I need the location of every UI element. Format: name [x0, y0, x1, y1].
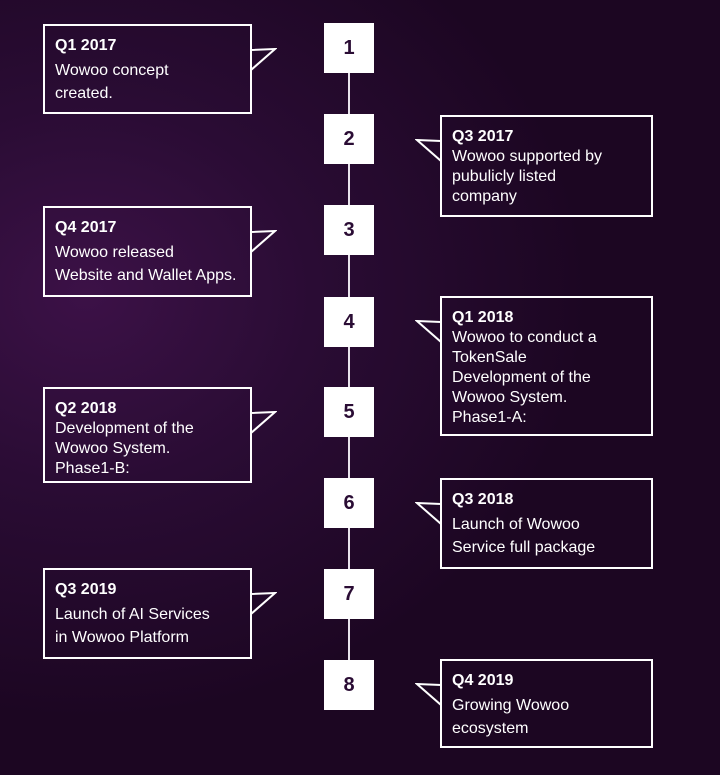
callout-pointer [251, 411, 277, 434]
milestone-description: Launch of AI Services in Wowoo Platform [55, 606, 210, 646]
milestone-description: Wowoo supported by pubulicly listed comp… [452, 148, 603, 205]
milestone-description: Wowoo released Website and Wallet Apps. [55, 244, 237, 284]
milestone-period: Q3 2019 [55, 581, 117, 598]
milestone-callout-6: Q3 2018 Launch of Wowoo Service full pac… [415, 478, 653, 569]
step-marker-1: 1 [324, 23, 374, 73]
milestone-description: Growing Wowoo ecosystem [452, 697, 570, 737]
callout-pointer [415, 139, 441, 162]
milestone-callout-8: Q4 2019 Growing Wowoo ecosystem [415, 659, 653, 748]
milestone-period: Q1 2017 [55, 37, 117, 54]
step-marker-4: 4 [324, 297, 374, 347]
callout-pointer [415, 320, 441, 343]
milestone-callout-7: Q3 2019 Launch of AI Services in Wowoo P… [43, 568, 277, 659]
callout-pointer [415, 683, 441, 706]
callout-pointer [415, 502, 441, 525]
callout-pointer [251, 592, 277, 615]
milestone-callout-2: Q3 2017 Wowoo supported by pubulicly lis… [415, 115, 653, 217]
milestone-callout-4: Q1 2018 Wowoo to conduct a TokenSale Dev… [415, 296, 653, 436]
step-marker-6: 6 [324, 478, 374, 528]
step-marker-2: 2 [324, 114, 374, 164]
callout-pointer [251, 48, 277, 71]
milestone-callout-5: Q2 2018 Development of the Wowoo System.… [43, 387, 277, 483]
milestone-period: Q3 2018 [452, 491, 514, 508]
milestone-callout-1: Q1 2017 Wowoo concept created. [43, 24, 277, 114]
step-marker-8: 8 [324, 660, 374, 710]
callout-pointer [251, 230, 277, 253]
milestone-period: Q4 2017 [55, 219, 117, 236]
milestone-period: Q2 2018 [55, 400, 117, 417]
milestone-description: Development of the Wowoo System. Phase1-… [55, 420, 194, 477]
timeline-spine [348, 48, 350, 684]
step-marker-3: 3 [324, 205, 374, 255]
milestone-description: Launch of Wowoo Service full package [452, 516, 596, 556]
step-marker-5: 5 [324, 387, 374, 437]
step-marker-7: 7 [324, 569, 374, 619]
milestone-period: Q1 2018 [452, 309, 514, 326]
milestone-period: Q4 2019 [452, 672, 514, 689]
milestone-description: Wowoo to conduct a TokenSale Development… [452, 329, 597, 426]
milestone-period: Q3 2017 [452, 128, 514, 145]
milestone-description: Wowoo concept created. [55, 62, 169, 102]
milestone-callout-3: Q4 2017 Wowoo released Website and Walle… [43, 206, 277, 297]
